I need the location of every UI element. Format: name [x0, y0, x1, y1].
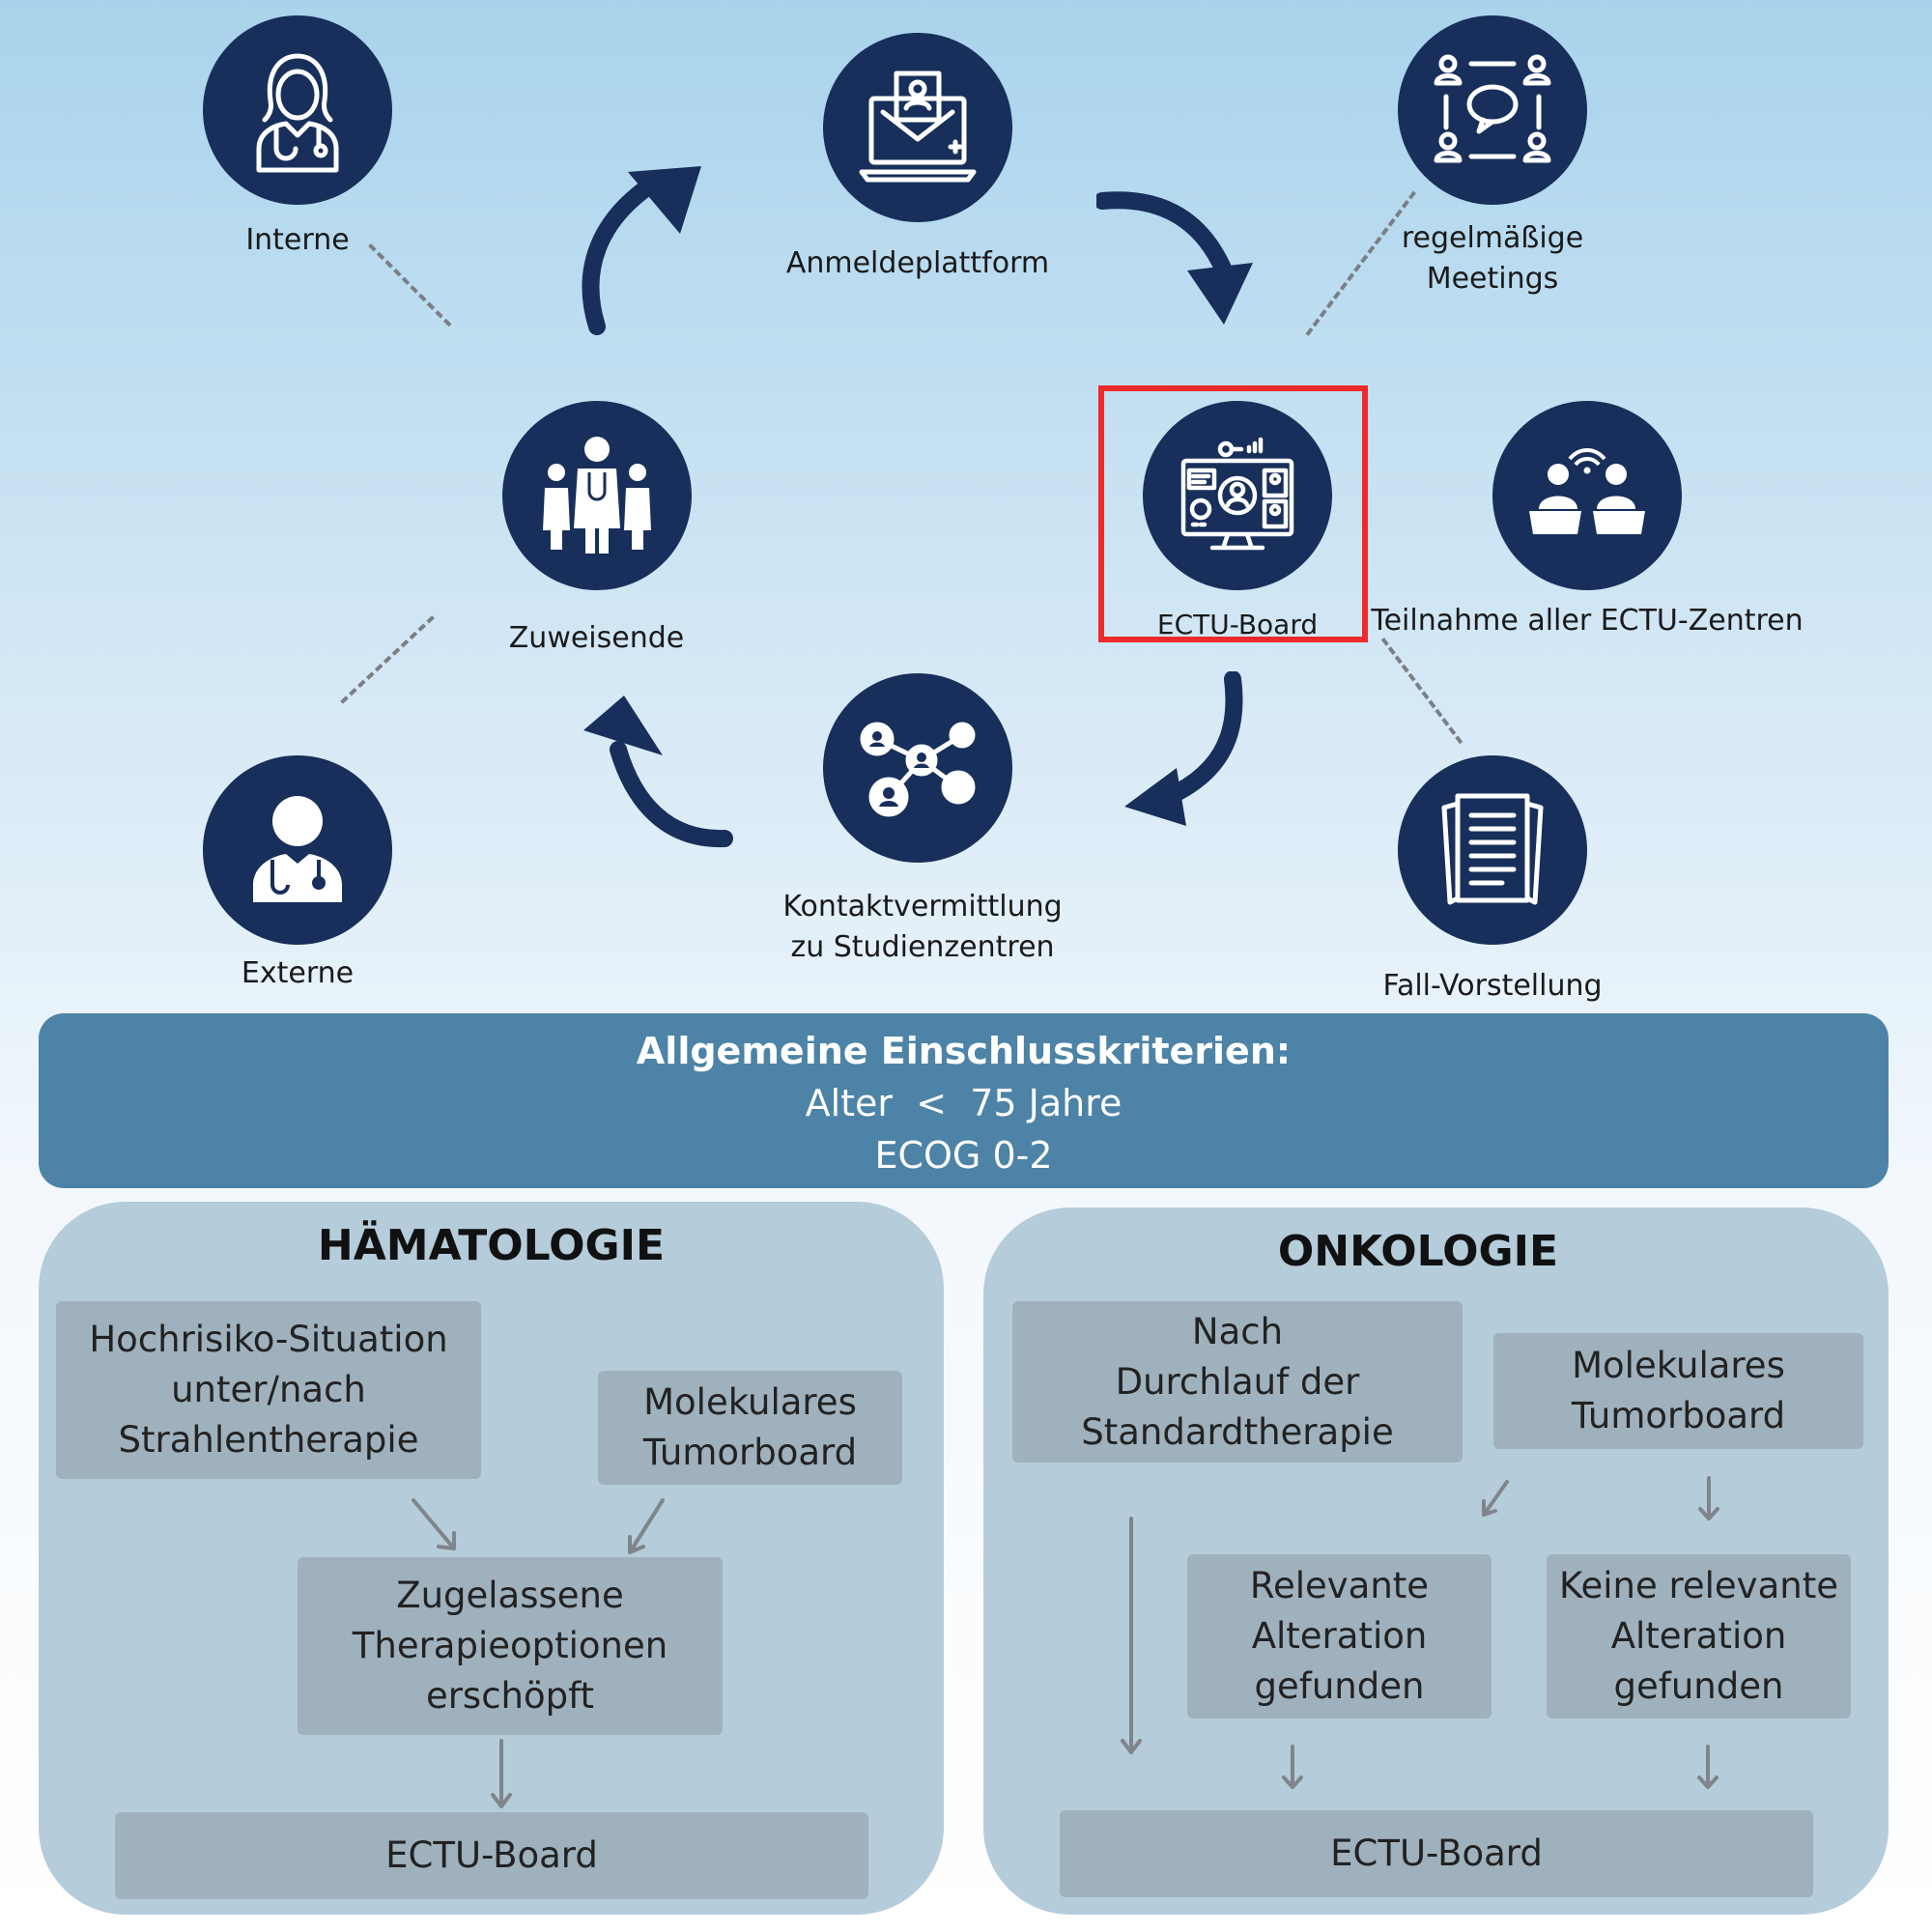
label-teilnahme: Teilnahme aller ECTU-Zentren [1371, 604, 1804, 638]
arrow-board-to-kontakt [1124, 671, 1243, 826]
label-meetings-line1: regelmäßige [1401, 221, 1584, 255]
label-interne: Interne [245, 223, 350, 257]
criteria-ecog: ECOG 0-2 [874, 1134, 1053, 1177]
connector-externe [340, 615, 435, 704]
arrow-zuweisende-to-anmeldung [582, 166, 701, 335]
box-molekulares-tumorboard-onk: Molekulares Tumorboard [1493, 1333, 1863, 1449]
arrow-anmeldung-to-board [1096, 191, 1253, 325]
label-kontakt-line2: zu Studienzentren [790, 930, 1055, 964]
box-keine-relevante-alteration: Keine relevante Alteration gefunden [1547, 1554, 1851, 1719]
label-externe: Externe [241, 956, 355, 990]
arrow-zugelassene-to-board [491, 1739, 512, 1808]
label-ectu-board: ECTU-Board [1156, 609, 1319, 640]
label-meetings: regelmäßige Meetings [1352, 218, 1633, 299]
arrow-relevante-to-board [1282, 1745, 1303, 1789]
arrow-keine-to-board [1697, 1745, 1719, 1789]
onkologie-title: ONKOLOGIE [1277, 1227, 1559, 1276]
arrow-molekular-to-zugelassene [628, 1498, 665, 1554]
arrow-molekular-to-relevante [1482, 1480, 1509, 1517]
label-kontakt: Kontaktvermittlung zu Studienzentren [763, 887, 1082, 968]
label-anmeldeplattform: Anmeldeplattform [785, 246, 1050, 280]
label-fall-vorstellung: Fall-Vorstellung [1382, 969, 1603, 1003]
computer-registration-icon [823, 33, 1012, 222]
arrow-hochrisiko-to-zugelassene [412, 1498, 456, 1550]
haematologie-title: HÄMATOLOGIE [317, 1221, 666, 1270]
group-meeting-icon [1398, 15, 1587, 205]
arrow-nach-to-board [1121, 1517, 1142, 1754]
inclusion-criteria-banner: Allgemeine Einschlusskriterien: Alter < … [39, 1013, 1889, 1188]
network-contacts-icon [823, 673, 1012, 863]
connector-fall [1380, 638, 1463, 745]
highlight-box [1098, 385, 1368, 642]
box-relevante-alteration: Relevante Alteration gefunden [1187, 1554, 1492, 1719]
box-ectu-board-haem: ECTU-Board [115, 1812, 868, 1899]
label-zuweisende: Zuweisende [508, 621, 685, 655]
criteria-age: Alter < 75 Jahre [805, 1082, 1122, 1124]
arrow-molekular-to-keine [1698, 1476, 1719, 1520]
criteria-title: Allgemeine Einschlusskriterien: [636, 1030, 1292, 1072]
video-conference-icon [1143, 401, 1332, 590]
box-zugelassene: Zugelassene Therapieoptionen erschöpft [298, 1557, 723, 1735]
arrow-kontakt-to-zuweisende [583, 696, 733, 848]
doctors-team-icon [502, 401, 692, 590]
male-doctor-icon [203, 755, 392, 945]
box-hochrisiko: Hochrisiko-Situation unter/nach Strahlen… [56, 1301, 481, 1479]
label-kontakt-line1: Kontaktvermittlung [782, 890, 1063, 923]
label-meetings-line2: Meetings [1426, 262, 1559, 296]
female-doctor-icon [203, 15, 392, 205]
box-molekulares-tumorboard-haem: Molekulares Tumorboard [598, 1371, 902, 1485]
documents-icon [1398, 755, 1587, 945]
participants-laptops-icon [1492, 401, 1682, 590]
box-ectu-board-onk: ECTU-Board [1060, 1810, 1813, 1897]
box-nach-standardtherapie: Nach Durchlauf der Standardtherapie [1012, 1301, 1463, 1463]
connector-interne [368, 243, 452, 327]
